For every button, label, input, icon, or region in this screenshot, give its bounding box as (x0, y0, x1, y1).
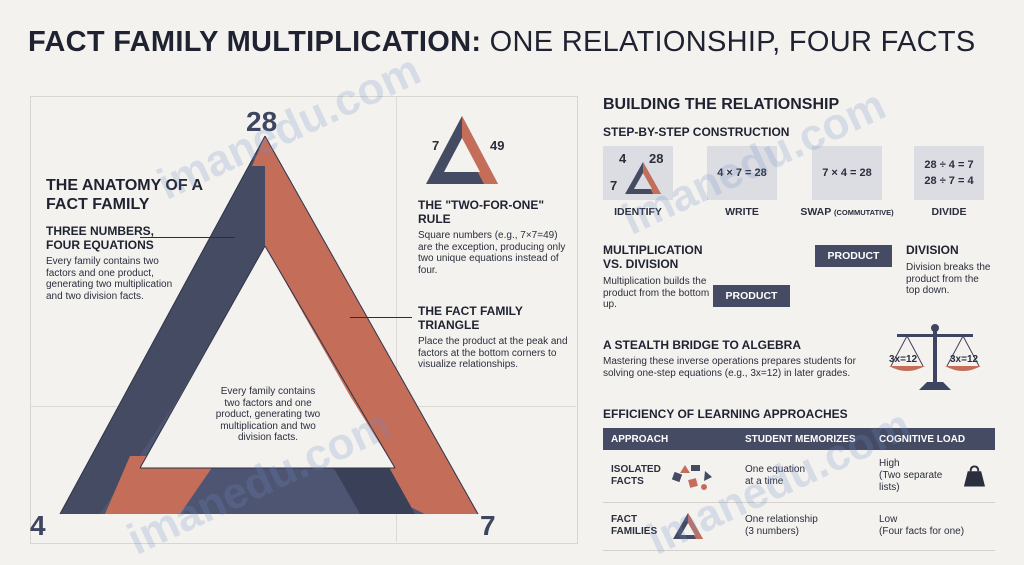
step-divide-label: DIVIDE (931, 206, 967, 218)
frame-divider-vertical (396, 96, 397, 542)
left-pan-label: 3x=12 (889, 354, 918, 365)
step-divide-line1: 28 ÷ 4 = 7 (924, 159, 974, 171)
fact-family-triangle (59, 135, 479, 515)
title-bold: FACT FAMILY MULTIPLICATION: (28, 26, 482, 58)
square-product: 49 (490, 138, 505, 153)
division-text: Division breaks the product from the top… (906, 262, 991, 296)
row-approach: ISOLATED FACTS (611, 463, 661, 487)
table-header-row: APPROACH STUDENT MEMORIZES COGNITIVE LOA… (603, 428, 995, 450)
col-memorizes: STUDENT MEMORIZES (737, 428, 871, 450)
right-pan-label: 3x=12 (950, 354, 979, 365)
product-bottom-box: PRODUCT (713, 285, 790, 307)
row-load-1: High (879, 457, 900, 469)
top-number: 28 (246, 106, 278, 137)
step-identify-product: 28 (649, 151, 664, 166)
leader-line-right (350, 317, 412, 318)
row-memorizes-2: (3 numbers) (745, 526, 799, 537)
step-swap-label-small: (COMMUTATIVE) (833, 208, 894, 217)
scattered-shapes-icon (671, 464, 712, 490)
row-approach-cell: FACT FAMILIES (603, 502, 737, 551)
division-heading: DIVISION (906, 243, 959, 257)
algebra-heading: A STEALTH BRIDGE TO ALGEBRA (603, 338, 801, 352)
two-for-one-heading: THE "TWO-FOR-ONE" RULE (418, 198, 545, 226)
step-divide-line2: 28 ÷ 7 = 4 (924, 175, 974, 187)
left-number: 4 (30, 510, 46, 541)
step-swap-content: 7 × 4 = 28 (822, 167, 872, 179)
row-load-cell: High (Two separate lists) (871, 450, 995, 503)
table-row: ISOLATED FACTS One equation at a time Hi… (603, 450, 995, 503)
step-swap-label: SWAP (COMMUTATIVE) (777, 206, 917, 218)
table-row: FACT FAMILIES One relationship (3 number… (603, 502, 995, 551)
mini-triangle-icon (625, 162, 661, 194)
col-approach: APPROACH (603, 428, 737, 450)
balance-scale-icon (889, 324, 981, 390)
efficiency-table: APPROACH STUDENT MEMORIZES COGNITIVE LOA… (603, 428, 995, 551)
step-divide-box: 28 ÷ 4 = 7 28 ÷ 7 = 4 (914, 146, 984, 200)
triangle-text: Place the product at the peak and factor… (418, 336, 568, 370)
step-identify-label: IDENTIFY (614, 206, 662, 218)
step-identify-box: 4 28 7 (603, 146, 673, 200)
product-top-box: PRODUCT (815, 245, 892, 267)
step-swap-label-main: SWAP (800, 206, 832, 218)
algebra-text: Mastering these inverse operations prepa… (603, 356, 856, 379)
mult-text: Multiplication builds the product from t… (603, 276, 710, 310)
triangle-heading: THE FACT FAMILY TRIANGLE (418, 304, 523, 332)
title-normal: ONE RELATIONSHIP, FOUR FACTS (489, 26, 976, 58)
family-triangle-icon (673, 513, 703, 539)
col-load: COGNITIVE LOAD (871, 428, 995, 450)
center-text: Every family contains two factors and on… (215, 386, 321, 443)
row-memorizes-1: One relationship (745, 514, 818, 525)
row-memorizes-cell: One relationship (3 numbers) (737, 502, 871, 551)
right-number: 7 (480, 510, 496, 541)
steps-heading: STEP-BY-STEP CONSTRUCTION (603, 125, 790, 139)
anatomy-heading: THE ANATOMY OF A FACT FAMILY (46, 177, 203, 213)
leader-line (140, 237, 235, 238)
step-identify-top: 4 (619, 151, 627, 166)
row-memorizes-1: One equation (745, 463, 806, 475)
square-factor: 7 (432, 138, 440, 153)
building-heading: BUILDING THE RELATIONSHIP (603, 96, 840, 113)
step-swap-box: 7 × 4 = 28 (812, 146, 882, 200)
two-for-one-text: Square numbers (e.g., 7×7=49) are the ex… (418, 230, 566, 276)
row-memorizes-cell: One equation at a time (737, 450, 871, 503)
square-triangle-icon (426, 116, 498, 184)
row-approach: FACT FAMILIES (611, 514, 658, 537)
step-write-content: 4 × 7 = 28 (717, 167, 767, 179)
mult-div-heading: MULTIPLICATION VS. DIVISION (603, 243, 703, 271)
page-title: FACT FAMILY MULTIPLICATION: ONE RELATION… (28, 26, 976, 59)
row-load-2: (Four facts for one) (879, 526, 965, 537)
three-numbers-heading: THREE NUMBERS, FOUR EQUATIONS (46, 224, 155, 252)
diagram-frame (30, 96, 578, 544)
weight-icon (963, 465, 986, 487)
row-memorizes-2: at a time (745, 475, 784, 487)
step-write-label: WRITE (725, 206, 759, 218)
row-approach-cell: ISOLATED FACTS (603, 450, 737, 503)
efficiency-heading: EFFICIENCY OF LEARNING APPROACHES (603, 407, 848, 421)
step-identify-bottom: 7 (610, 178, 618, 193)
step-write-box: 4 × 7 = 28 (707, 146, 777, 200)
three-numbers-text: Every family contains two factors and on… (46, 256, 173, 302)
row-load-2: (Two separate lists) (879, 469, 943, 493)
row-load-cell: Low (Four facts for one) (871, 502, 995, 551)
row-load-1: Low (879, 514, 898, 525)
